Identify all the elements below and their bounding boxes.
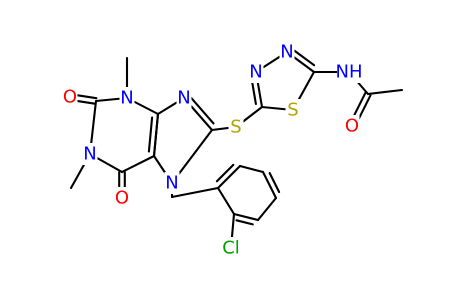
double-bond-inner: [189, 96, 215, 125]
cl-substituent-label: Cl: [222, 238, 240, 259]
double-bond: [261, 170, 278, 200]
single-bond: [238, 164, 265, 174]
double-bond: [216, 164, 242, 190]
n-ring-top-label: N: [120, 88, 133, 109]
nh-amide-background: [337, 61, 361, 83]
n-ring-imid-label: N: [177, 88, 190, 109]
n-ring-top-background: [119, 87, 135, 109]
double-bond-inner: [235, 219, 254, 226]
n-thiadiazole-right-background: [279, 41, 295, 63]
n-ring-bottom-label: N: [165, 173, 178, 194]
n-ring-mid-background: [82, 143, 98, 165]
single-bond: [256, 196, 278, 222]
double-bond: [152, 112, 160, 158]
double-bond-inner: [268, 172, 281, 194]
o-amide-background: [344, 115, 360, 137]
n-ring-bottom-background: [164, 172, 180, 194]
n-ring-imid-background: [176, 87, 192, 109]
s-thioether-label: S: [230, 117, 241, 138]
s-thiadiazole-background: [285, 99, 301, 121]
single-bond: [216, 186, 236, 216]
n-ring-mid-label: N: [83, 144, 96, 165]
double-bond-inner: [215, 163, 235, 183]
double-bond: [232, 212, 260, 222]
single-bond: [366, 88, 404, 96]
double-bond-inner: [147, 116, 154, 153]
o-carbonyl-lower-label: O: [115, 188, 129, 209]
o-carbonyl-lower-background: [114, 187, 130, 209]
n-thiadiazole-left-label: N: [249, 62, 262, 83]
s-thiadiazole-label: S: [287, 100, 298, 121]
n-thiadiazole-left-background: [248, 61, 264, 83]
single-bond: [120, 154, 156, 174]
double-bond-inner: [292, 48, 316, 67]
o-carbonyl-upper-label: O: [63, 87, 77, 108]
nh-amide-label: NH: [336, 62, 363, 83]
s-thioether-background: [228, 116, 244, 138]
o-carbonyl-upper-background: [62, 86, 78, 108]
o-amide-label: O: [345, 116, 359, 137]
single-bond: [170, 186, 220, 199]
n-thiadiazole-right-label: N: [280, 42, 293, 63]
cl-substituent-background: [219, 237, 243, 259]
